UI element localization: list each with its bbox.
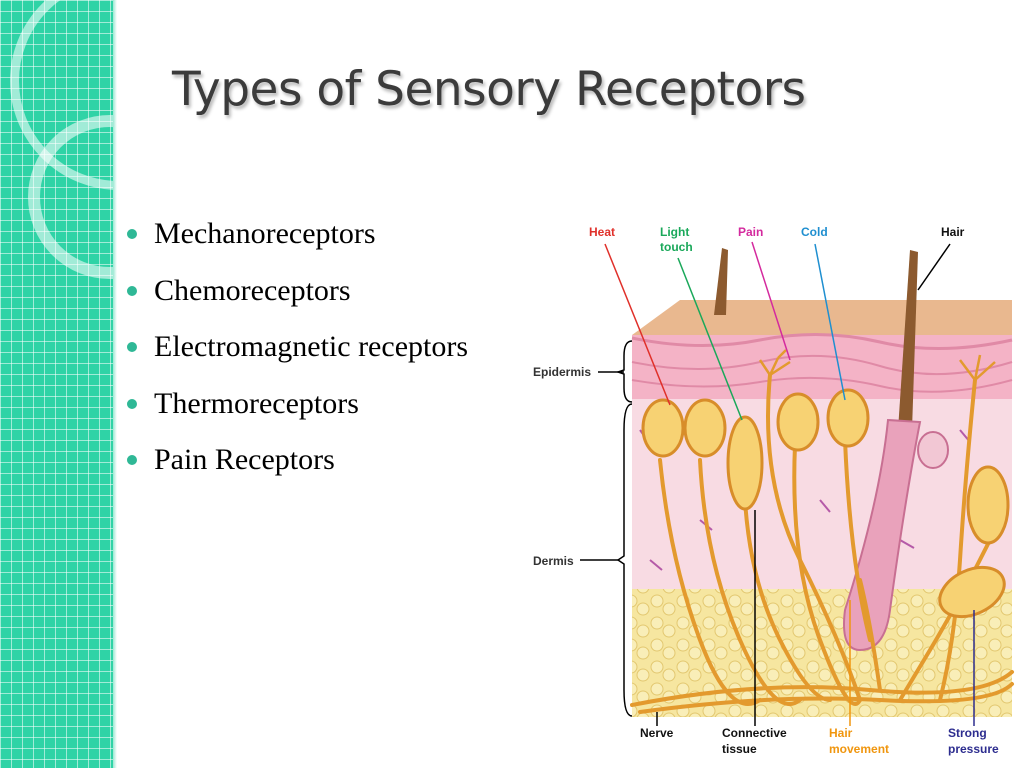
slide-title: Types of Sensory Receptors <box>172 62 806 117</box>
skin-cross-section <box>631 300 1013 717</box>
epidermis-label: Epidermis <box>533 365 591 379</box>
label-leader-lines <box>580 241 975 726</box>
strong-pressure-label: Strong <box>948 726 987 740</box>
hair-movement-label-line2: movement <box>829 742 889 756</box>
sebaceous-gland <box>917 431 949 469</box>
bullet-item: Chemoreceptors <box>124 268 468 325</box>
cold-label: Cold <box>801 225 828 239</box>
nerve-label: Nerve <box>640 726 674 740</box>
free-nerve-endings <box>758 349 996 381</box>
bullet-list: Mechanoreceptors Chemoreceptors Electrom… <box>124 211 468 494</box>
connective-tissue-label-line2: tissue <box>722 742 757 756</box>
light-touch-label: Light <box>660 225 689 239</box>
bullet-item: Thermoreceptors <box>124 381 468 438</box>
bullet-item: Mechanoreceptors <box>124 211 468 268</box>
strip-edge <box>113 0 117 768</box>
nerve-fibers <box>630 373 1014 714</box>
bullet-item: Pain Receptors <box>124 437 468 494</box>
pain-label: Pain <box>738 225 763 239</box>
strong-pressure-label-line2: pressure <box>948 742 999 756</box>
hair-label: Hair <box>941 225 965 239</box>
light-touch-label-line2: touch <box>660 240 693 254</box>
hair-movement-label: Hair <box>829 726 853 740</box>
dermis-label: Dermis <box>533 554 574 568</box>
bullet-item: Electromagnetic receptors <box>124 324 468 381</box>
hair-strands <box>714 248 918 430</box>
sensory-corpuscles <box>641 388 1010 619</box>
heat-label: Heat <box>589 225 615 239</box>
decorative-side-strip <box>0 0 113 768</box>
skin-receptor-diagram: Heat Light touch Pain Cold Hair Epidermi… <box>533 225 1014 756</box>
connective-tissue-label: Connective <box>722 726 787 740</box>
